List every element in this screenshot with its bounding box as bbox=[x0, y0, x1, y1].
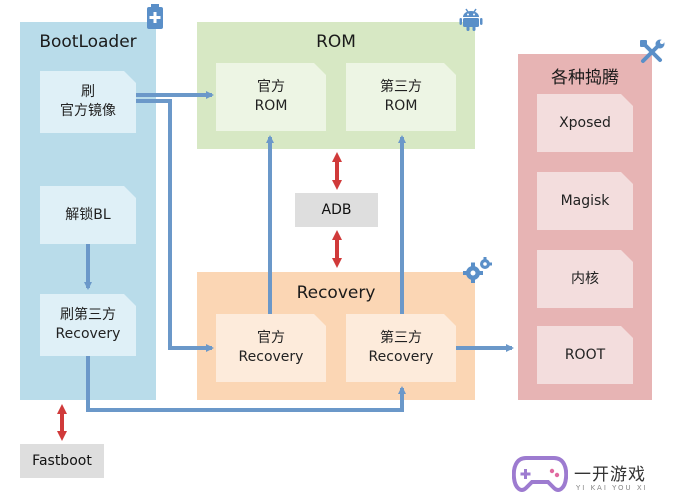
kernel-label: 内核 bbox=[571, 270, 599, 287]
flash-third-party-recovery-card: 刷第三方 Recovery bbox=[40, 294, 136, 356]
official-rom-card: 官方 ROM bbox=[216, 63, 326, 131]
tinker-title: 各种捣腾 bbox=[551, 68, 619, 88]
fastboot-box: Fastboot bbox=[20, 444, 104, 478]
recovery-title: Recovery bbox=[296, 283, 376, 303]
gamepad-logo-icon bbox=[512, 456, 568, 492]
kernel-card: 内核 bbox=[537, 250, 633, 308]
third-party-rom-card: 第三方 ROM bbox=[346, 63, 456, 131]
flash-official-image-card: 刷 官方镜像 bbox=[40, 71, 136, 133]
third-party-recovery-card: 第三方 Recovery bbox=[346, 314, 456, 382]
fastboot-label: Fastboot bbox=[32, 453, 92, 469]
tools-icon bbox=[640, 39, 665, 63]
root-card: ROOT bbox=[537, 326, 633, 384]
bootloader-title: BootLoader bbox=[39, 32, 137, 52]
rom-title: ROM bbox=[316, 32, 356, 52]
magisk-card: Magisk bbox=[537, 172, 633, 230]
official-recovery-card: 官方 Recovery bbox=[216, 314, 326, 382]
third-party-rom-label: 第三方 ROM bbox=[380, 79, 422, 114]
third-party-recovery-label: 第三方 Recovery bbox=[368, 330, 434, 365]
android-icon bbox=[459, 8, 483, 31]
adb-box: ADB bbox=[295, 193, 378, 227]
unlock-bl-label: 解锁BL bbox=[65, 206, 111, 223]
adb-label: ADB bbox=[321, 202, 352, 218]
official-rom-label: 官方 ROM bbox=[254, 79, 288, 114]
watermark-pinyin: YI KAI YOU XI bbox=[576, 484, 648, 492]
battery-plus-icon bbox=[147, 4, 163, 29]
unlock-bl-card: 解锁BL bbox=[40, 186, 136, 244]
flash-third-party-recovery-label: 刷第三方 Recovery bbox=[55, 307, 121, 342]
root-label: ROOT bbox=[564, 346, 606, 363]
official-recovery-label: 官方 Recovery bbox=[238, 330, 304, 365]
xposed-label: Xposed bbox=[559, 114, 611, 131]
gears-icon bbox=[463, 257, 492, 283]
watermark-name: 一开游戏 bbox=[574, 465, 646, 485]
magisk-label: Magisk bbox=[560, 192, 610, 209]
flash-official-image-label: 刷 官方镜像 bbox=[60, 84, 116, 119]
xposed-card: Xposed bbox=[537, 94, 633, 152]
